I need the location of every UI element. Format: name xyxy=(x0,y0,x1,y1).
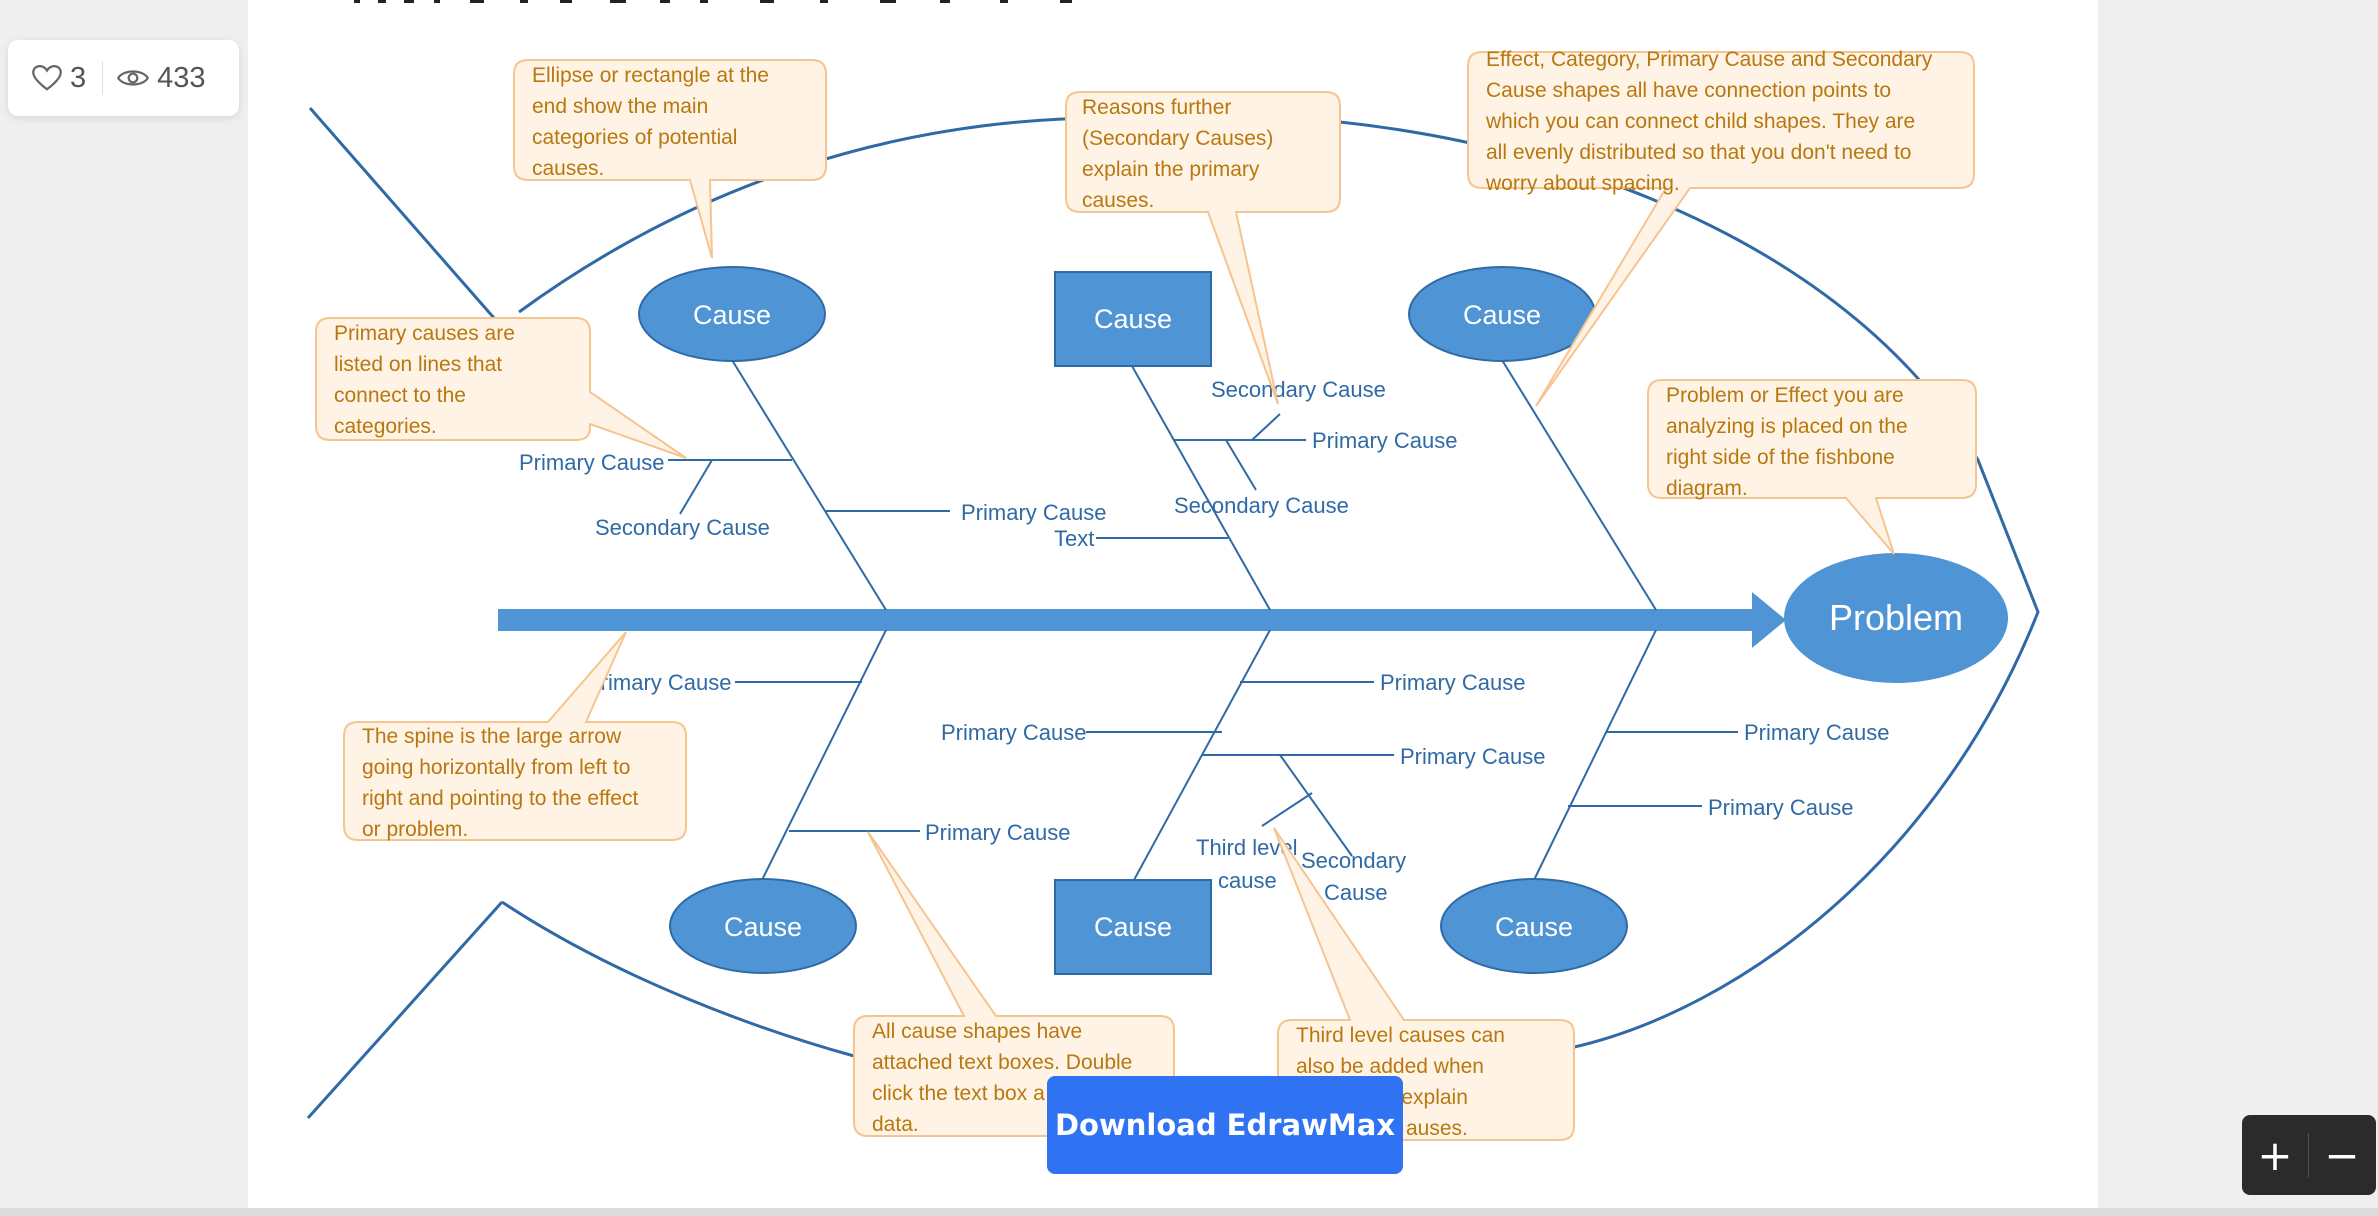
label-tl-primary: Primary Cause xyxy=(519,450,664,475)
problem-shape[interactable]: Problem xyxy=(1784,553,2008,683)
label-bc-secondary-1: Secondary xyxy=(1301,848,1406,873)
label-tl-secondary: Secondary Cause xyxy=(595,515,770,540)
bone-labels: Primary Cause Secondary Cause Primary Ca… xyxy=(519,377,1889,905)
label-bc-secondary-2: Cause xyxy=(1324,880,1388,905)
label-tc-secondary-bottom: Secondary Cause xyxy=(1174,493,1349,518)
eye-icon xyxy=(117,70,150,86)
note-secondary: Reasons further(Secondary Causes)explain… xyxy=(1065,91,1341,405)
cause-label: Cause xyxy=(1094,304,1172,334)
label-bc-primary2: Primary Cause xyxy=(941,720,1086,745)
cause-label: Cause xyxy=(1463,300,1541,330)
zoom-divider xyxy=(2308,1133,2309,1177)
cause-label: Cause xyxy=(724,912,802,942)
cause-bottom-left[interactable]: Cause xyxy=(669,878,857,974)
cause-label: Cause xyxy=(1495,912,1573,942)
cause-bottom-center[interactable]: Cause xyxy=(1054,879,1212,975)
cause-bottom-right[interactable]: Cause xyxy=(1440,878,1628,974)
zoom-controls: + − xyxy=(2242,1115,2376,1195)
label-br-primary1: Primary Cause xyxy=(1744,720,1889,745)
likes-count: 3 xyxy=(70,61,87,94)
cause-top-center[interactable]: Cause xyxy=(1054,271,1212,367)
note-connection: Effect, Category, Primary Cause and Seco… xyxy=(1467,48,1975,407)
label-tc-secondary-top: Secondary Cause xyxy=(1211,377,1386,402)
note-connection-text: Effect, Category, Primary Cause and Seco… xyxy=(1485,48,1933,195)
note-secondary-text: Reasons further(Secondary Causes)explain… xyxy=(1082,96,1273,212)
cause-top-right[interactable]: Cause xyxy=(1408,266,1596,362)
heart-icon xyxy=(32,64,62,91)
spine-arrow xyxy=(498,592,1786,648)
zoom-in-button[interactable]: + xyxy=(2257,1130,2293,1180)
label-bl-primary1: Primary Cause xyxy=(586,670,731,695)
cause-label: Cause xyxy=(1094,912,1172,942)
views-stat: 433 xyxy=(103,40,206,116)
download-edrawmax-button[interactable]: Download EdrawMax xyxy=(1047,1076,1403,1174)
bones xyxy=(668,359,1738,881)
label-tc-primary: Primary Cause xyxy=(1312,428,1457,453)
cause-top-left[interactable]: Cause xyxy=(638,266,826,362)
label-tl-primary2: Primary Cause xyxy=(961,500,1106,525)
zoom-out-button[interactable]: − xyxy=(2324,1130,2360,1180)
views-count: 433 xyxy=(157,61,206,94)
label-br-primary2: Primary Cause xyxy=(1708,795,1853,820)
cause-label: Cause xyxy=(693,300,771,330)
stats-card: 3 433 xyxy=(8,40,239,116)
label-bc-primary1: Primary Cause xyxy=(1380,670,1525,695)
label-tc-text: Text xyxy=(1054,526,1094,551)
bottom-strip xyxy=(0,1208,2378,1216)
label-bl-primary2: Primary Cause xyxy=(925,820,1070,845)
label-bc-third-2: cause xyxy=(1218,868,1277,893)
stats-divider xyxy=(102,61,104,95)
problem-label: Problem xyxy=(1829,597,1963,638)
cut-off-title xyxy=(354,0,1072,3)
label-bc-primary3: Primary Cause xyxy=(1400,744,1545,769)
likes-stat[interactable]: 3 xyxy=(8,40,86,116)
